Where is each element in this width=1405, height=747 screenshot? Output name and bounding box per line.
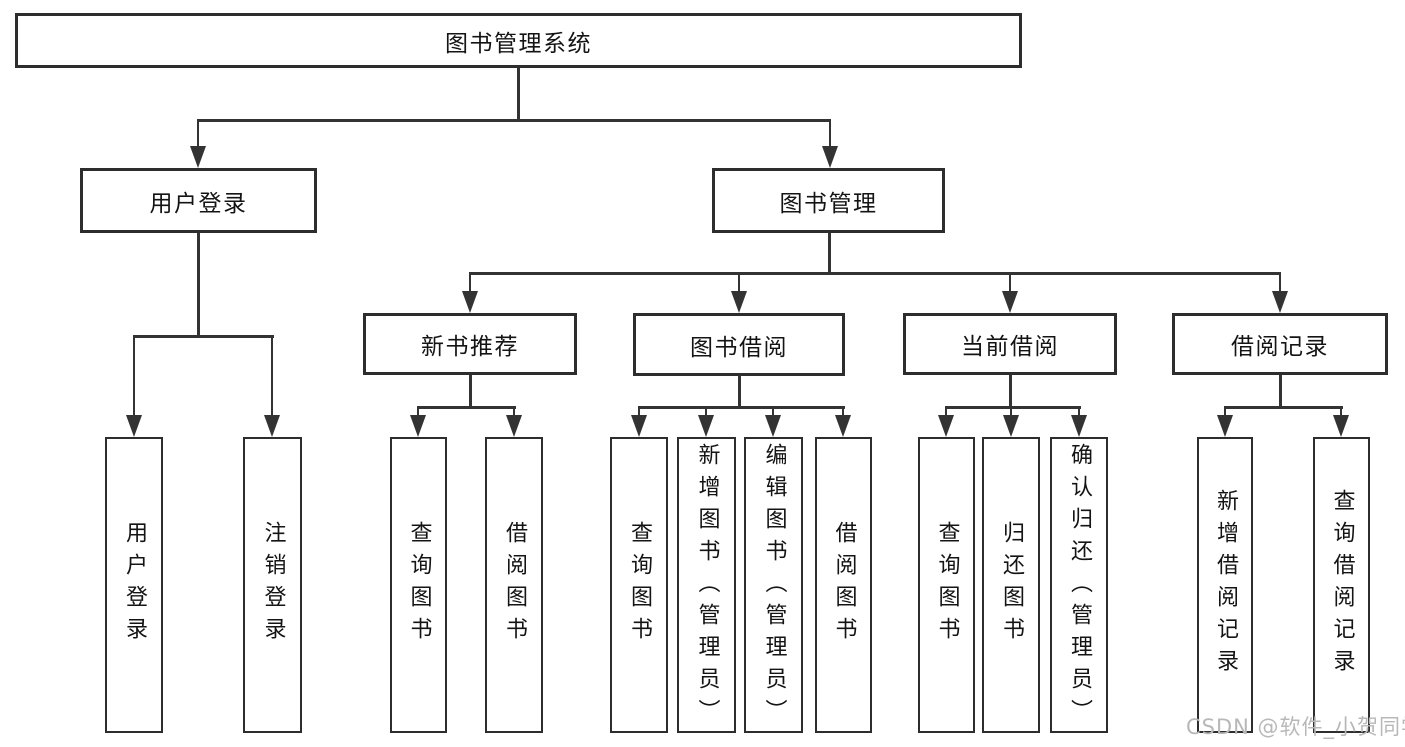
connector-book-borrow-stem (738, 375, 741, 408)
leaf-add-books-admin: 新增图书（管理员） (677, 437, 736, 733)
arrow-down-icon (1003, 272, 1017, 313)
connector-new-book-stem (469, 375, 472, 408)
connector-book-mgmt-stem (828, 233, 831, 274)
connector-borrow-records-rail (1225, 406, 1343, 409)
arrow-down-icon (1273, 272, 1287, 313)
node-current-borrowing: 当前借阅 (903, 313, 1117, 375)
connector-current-borrow-rail (946, 406, 1081, 409)
node-new-book-recommend: 新书推荐 (363, 313, 577, 375)
connector-user-login-rail (133, 335, 274, 338)
arrow-down-icon (699, 406, 713, 437)
leaf-query-borrow-record: 查询借阅记录 (1313, 437, 1370, 733)
connector-book-borrow-rail (639, 406, 845, 409)
connector-book-mgmt-rail (469, 272, 1281, 275)
arrow-down-icon (265, 335, 279, 437)
leaf-query-books-borrow: 查询图书 (610, 437, 668, 733)
arrow-down-icon (1072, 406, 1086, 437)
arrow-down-icon (1334, 406, 1348, 437)
leaf-user-login: 用户登录 (105, 437, 163, 733)
node-borrowing-records: 借阅记录 (1172, 313, 1388, 375)
connector-user-login-stem (197, 233, 200, 337)
arrow-down-icon (411, 406, 425, 437)
connector-borrow-records-stem (1279, 375, 1282, 408)
leaf-query-books-recommend: 查询图书 (390, 437, 447, 733)
arrow-down-icon (632, 406, 646, 437)
arrow-down-icon (191, 119, 205, 168)
leaf-return-books: 归还图书 (982, 437, 1040, 733)
connector-new-book-rail (418, 406, 516, 409)
arrow-down-icon (127, 335, 141, 437)
arrow-down-icon (836, 406, 850, 437)
leaf-add-borrow-record: 新增借阅记录 (1197, 437, 1253, 733)
node-book-borrowing: 图书借阅 (633, 313, 845, 376)
connector-root-rail (197, 119, 831, 122)
connector-current-borrow-stem (1009, 375, 1012, 408)
arrow-down-icon (1004, 406, 1018, 437)
leaf-edit-books-admin: 编辑图书（管理员） (744, 437, 803, 733)
connector-root-stem (517, 68, 520, 121)
arrow-down-icon (939, 406, 953, 437)
arrow-down-icon (766, 406, 780, 437)
arrow-down-icon (1218, 406, 1232, 437)
leaf-logout: 注销登录 (243, 437, 302, 733)
node-library-management-system: 图书管理系统 (15, 13, 1022, 68)
node-user-login: 用户登录 (80, 168, 317, 233)
arrow-down-icon (823, 119, 837, 168)
leaf-borrow-books-recommend: 借阅图书 (485, 437, 543, 733)
arrow-down-icon (732, 272, 746, 313)
node-book-management: 图书管理 (712, 168, 945, 233)
arrow-down-icon (463, 272, 477, 313)
leaf-query-books-current: 查询图书 (918, 437, 975, 733)
leaf-confirm-return-admin: 确认归还（管理员） (1050, 437, 1108, 733)
csdn-watermark: CSDN @软件_小贺同学 (1186, 715, 1405, 739)
leaf-borrow-books: 借阅图书 (815, 437, 872, 733)
arrow-down-icon (507, 406, 521, 437)
